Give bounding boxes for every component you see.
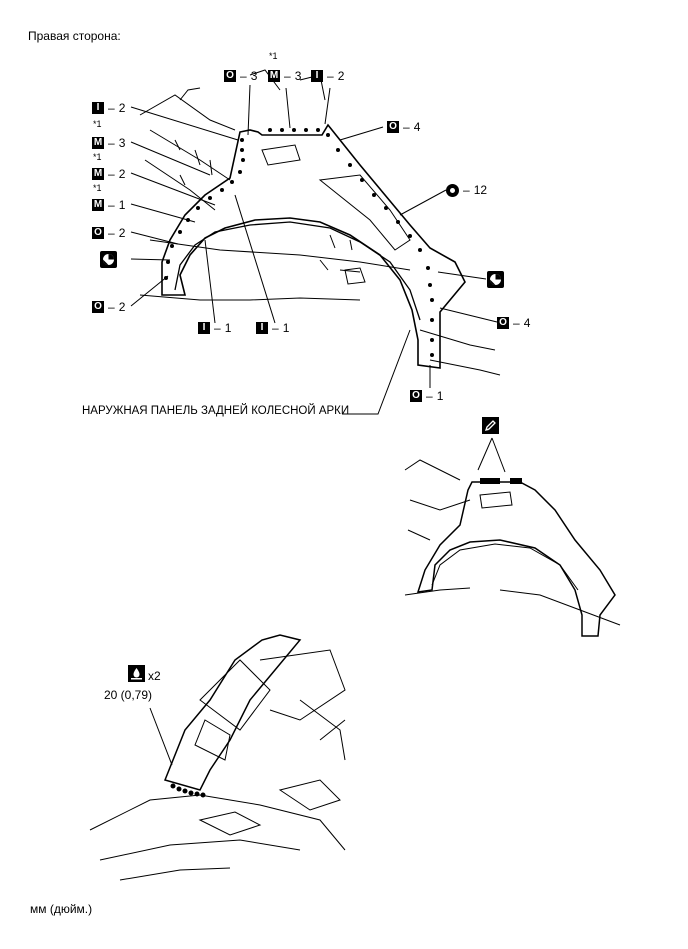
star-note-2: *1: [93, 152, 102, 162]
o-circle-symbol: [446, 183, 459, 197]
o-symbol: O: [497, 317, 509, 329]
m-symbol: M: [92, 199, 104, 211]
i-symbol: I: [198, 322, 210, 334]
weld-label-m2-left: M–2: [92, 167, 126, 181]
weld-label-o2-bottom: O–2: [92, 300, 125, 314]
weld-spots: [164, 128, 434, 357]
i-symbol: I: [256, 322, 268, 334]
o-symbol: O: [387, 121, 399, 133]
star-note-1: *1: [93, 119, 102, 129]
m-symbol: M: [92, 137, 104, 149]
sealer-bead: [170, 783, 206, 798]
o-symbol: O: [92, 301, 104, 313]
sealer-count: x2: [148, 669, 161, 683]
star-note-top: *1: [269, 51, 278, 61]
target-icon: [487, 271, 504, 288]
weld-label-m3-left: M–3: [92, 136, 126, 150]
weld-label-o2-left: O–2: [92, 226, 125, 240]
i-symbol: I: [311, 70, 323, 82]
target-icon: [100, 251, 117, 268]
m-symbol: M: [92, 168, 104, 180]
page-title: Правая сторона:: [28, 29, 121, 43]
secondary-wheelarch-drawing: [404, 437, 621, 637]
weld-label-o3: O–3: [224, 69, 257, 83]
main-wheelarch-drawing: [130, 69, 501, 415]
pencil-icon: [482, 417, 499, 434]
weld-label-o12: –12: [446, 183, 487, 197]
o-symbol: O: [92, 227, 104, 239]
weld-label-m3-top: M–3: [268, 69, 302, 83]
secondary-weld-spots: [480, 478, 522, 484]
o-symbol: O: [410, 390, 422, 402]
sealer-dimension: 20 (0,79): [104, 688, 153, 702]
sealer-icon: [128, 665, 145, 682]
units-note: мм (дюйм.): [30, 902, 93, 916]
m-symbol: M: [268, 70, 280, 82]
o-symbol: O: [224, 70, 236, 82]
weld-label-i1-a: I–1: [198, 321, 231, 335]
i-symbol: I: [92, 102, 104, 114]
weld-label-i1-b: I–1: [256, 321, 289, 335]
weld-label-o4-top: O–4: [387, 120, 420, 134]
star-note-3: *1: [93, 183, 102, 193]
weld-label-o1: O–1: [410, 389, 443, 403]
part-name-label: НАРУЖНАЯ ПАНЕЛЬ ЗАДНЕЙ КОЛЕСНОЙ АРКИ: [82, 405, 350, 417]
weld-label-i2-top: I–2: [311, 69, 344, 83]
weld-label-i2-left: I–2: [92, 101, 125, 115]
sealer-detail-drawing: [89, 634, 346, 881]
weld-label-o4-right: O–4: [497, 316, 530, 330]
weld-label-m1-left: M–1: [92, 198, 126, 212]
